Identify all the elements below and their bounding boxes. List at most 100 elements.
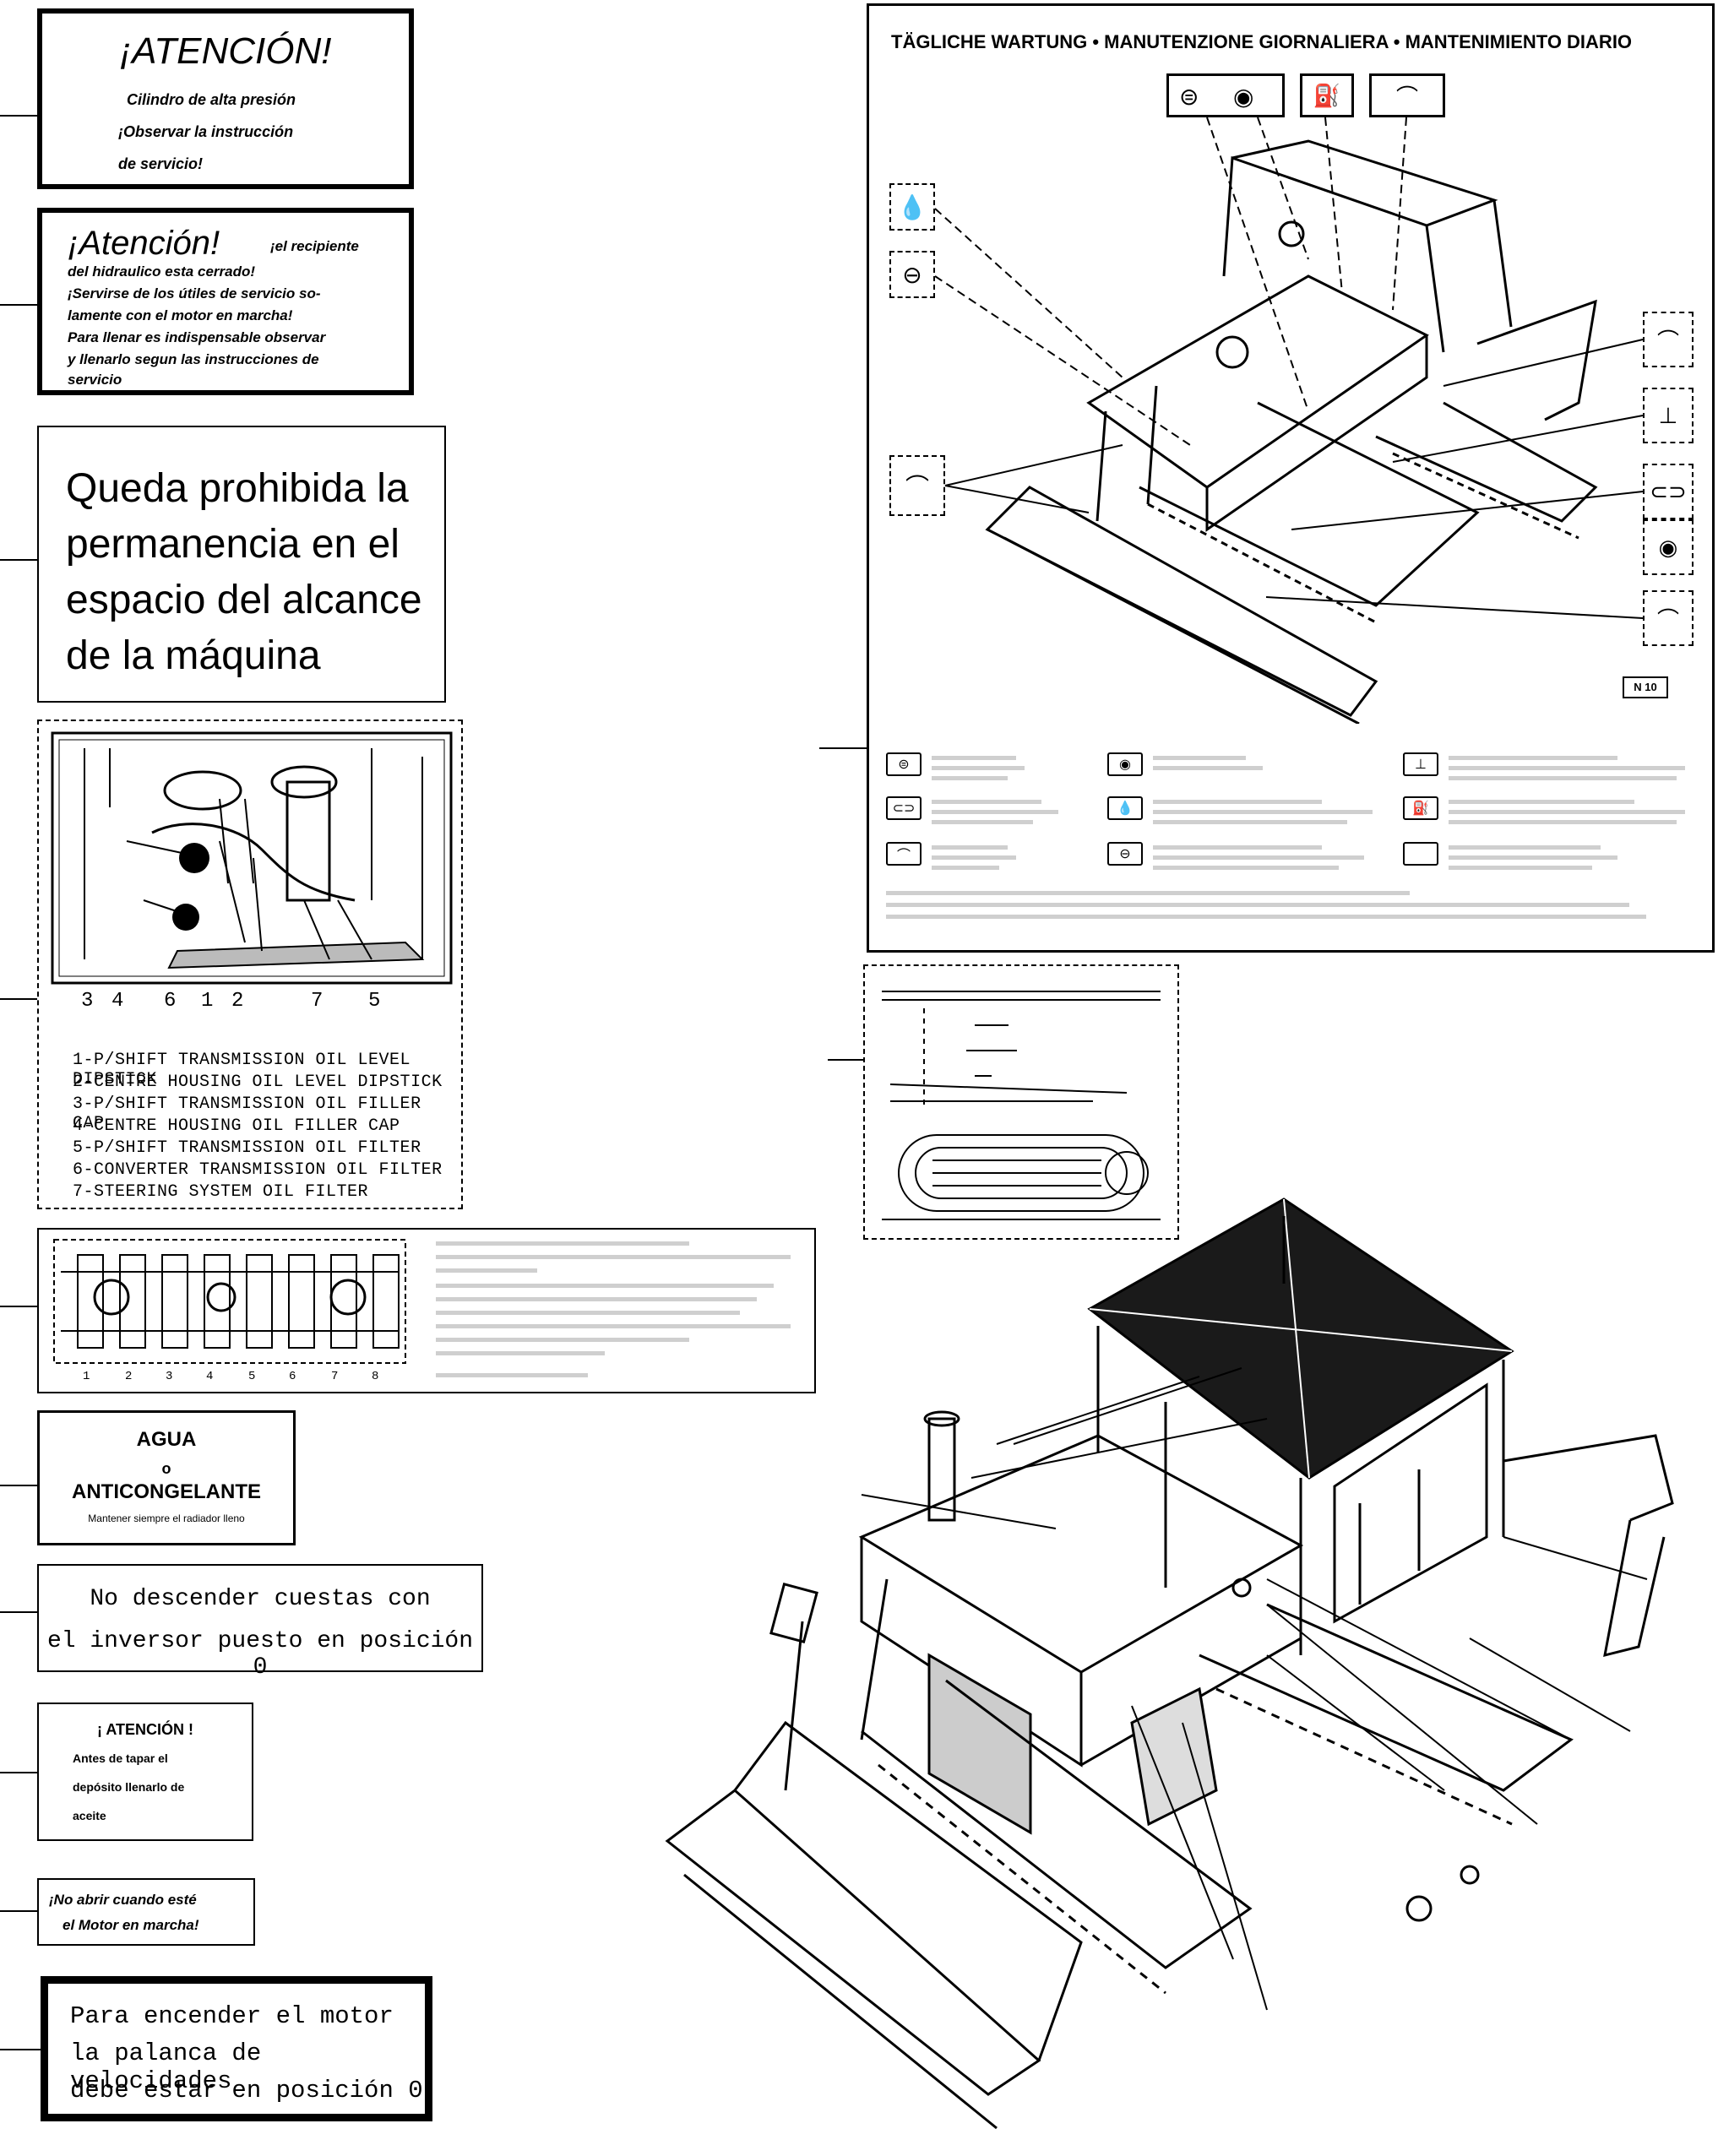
leader-tick bbox=[0, 1306, 41, 1307]
eye-icon: ◉ bbox=[1233, 84, 1254, 110]
grease-icon: ⌒ bbox=[1643, 590, 1694, 646]
coolant-icon: ⊖ bbox=[889, 251, 935, 298]
decal-line: No descender cuestas con bbox=[90, 1586, 431, 1612]
illegible-text bbox=[436, 1255, 791, 1259]
callout-number: 2 bbox=[231, 990, 244, 1013]
legend-item: 4-CENTRE HOUSING OIL FILLER CAP bbox=[73, 1116, 400, 1136]
illegible-text bbox=[886, 891, 1410, 895]
decal-line: del hidraulico esta cerrado! bbox=[68, 263, 256, 280]
decal-filters: 1 2 3 4 5 6 7 8 bbox=[37, 1228, 816, 1393]
filter-number: 1 bbox=[83, 1370, 90, 1383]
hydraulic-icon: ⊥ bbox=[1403, 752, 1438, 776]
chart-badge: N 10 bbox=[1623, 676, 1668, 698]
track-icon: ⊂⊃ bbox=[1643, 464, 1694, 519]
filter-number: 6 bbox=[289, 1370, 296, 1383]
illegible-text bbox=[436, 1241, 689, 1246]
illegible-text bbox=[436, 1311, 740, 1315]
leader-tick bbox=[828, 1059, 865, 1061]
level-plate-drawing bbox=[882, 991, 1161, 1220]
illegible-text bbox=[1449, 800, 1634, 804]
fuel-icon: ⛽ bbox=[1403, 796, 1438, 820]
illegible-text bbox=[1153, 820, 1347, 824]
illegible-text bbox=[1449, 845, 1601, 850]
decal-atencion-hidraulico: ¡Atención! ¡el recipiente del hidraulico… bbox=[37, 208, 414, 395]
canopy-roof bbox=[1087, 1197, 1514, 1480]
transmission-illustration bbox=[51, 731, 453, 985]
decal-line: o bbox=[161, 1460, 171, 1477]
legend-item: 6-CONVERTER TRANSMISSION OIL FILTER bbox=[73, 1160, 443, 1180]
illegible-text bbox=[932, 756, 1016, 760]
grease-icon: ⌒ bbox=[1643, 312, 1694, 367]
filter-number: 8 bbox=[372, 1370, 379, 1383]
decal-atencion-aceite: ¡ ATENCIÓN ! Antes de tapar el depósito … bbox=[37, 1703, 253, 1841]
legend-item: 3-P/SHIFT TRANSMISSION OIL FILLER CAP bbox=[73, 1094, 421, 1133]
callout-number: 4 bbox=[111, 990, 124, 1013]
illegible-text bbox=[1449, 776, 1677, 780]
illegible-text bbox=[436, 1351, 605, 1355]
illegible-text bbox=[1153, 766, 1263, 770]
chart-leaders bbox=[934, 117, 1644, 619]
decal-title: ¡Atención! bbox=[68, 225, 220, 262]
decal-line: AGUA bbox=[136, 1428, 197, 1451]
illegible-text bbox=[1449, 810, 1685, 814]
decal-line: ¡Servirse de los útiles de servicio so- bbox=[68, 285, 321, 301]
illegible-text bbox=[1153, 866, 1339, 870]
maintenance-chart: TÄGLICHE WARTUNG • MANUTENZIONE GIORNALI… bbox=[867, 3, 1715, 953]
eye-icon: ◉ bbox=[1107, 752, 1143, 776]
callout-number: 7 bbox=[311, 990, 323, 1013]
dozer-overview-illustration bbox=[665, 1197, 1674, 2130]
decal-title: ¡ ATENCIÓN ! bbox=[97, 1721, 193, 1738]
filters-illustration bbox=[53, 1239, 406, 1364]
decal-line: Mantener siempre el radiador lleno bbox=[88, 1512, 245, 1524]
legend-item: 1-P/SHIFT TRANSMISSION OIL LEVEL DIPSTIC… bbox=[73, 1051, 411, 1089]
illegible-text bbox=[1153, 855, 1364, 860]
oil-drop-icon: 💧 bbox=[889, 183, 935, 231]
filter-icon: ⊜ bbox=[886, 752, 922, 776]
illegible-text bbox=[436, 1373, 588, 1377]
chart-legend: ⊜ ⊂⊃ ⌒ ◉ 💧 ⊖ ⊥ ⛽ bbox=[886, 749, 1697, 919]
callout-number: 1 bbox=[201, 990, 214, 1013]
filter-number: 7 bbox=[331, 1370, 339, 1383]
illegible-text bbox=[932, 820, 1033, 824]
illegible-text bbox=[1449, 766, 1685, 770]
decal-line: el Motor en marcha! bbox=[63, 1917, 199, 1933]
filter-number: 5 bbox=[248, 1370, 256, 1383]
level-plate bbox=[863, 964, 1179, 1240]
illegible-text bbox=[1153, 756, 1246, 760]
illegible-text bbox=[1449, 866, 1592, 870]
blank-icon bbox=[1403, 842, 1438, 866]
illegible-text bbox=[436, 1268, 537, 1273]
decal-line: debe estar en posición 0 bbox=[70, 2077, 423, 2104]
hydraulic-icon: ⊥ bbox=[1643, 388, 1694, 443]
decal-line: Para llenar es indispensable observar bbox=[68, 329, 326, 345]
decal-line: el inversor puesto en posición 0 bbox=[46, 1628, 474, 1681]
leader-tick bbox=[0, 1772, 41, 1773]
leader-tick bbox=[819, 747, 868, 749]
icon-group: ⊜ ◉ bbox=[1166, 73, 1285, 117]
oil-drop-icon: 💧 bbox=[1107, 796, 1143, 820]
decal-line: y llenarlo segun las instrucciones de bbox=[68, 351, 319, 367]
illegible-text bbox=[886, 915, 1646, 919]
callout-number: 5 bbox=[368, 990, 381, 1013]
decal-line: Queda prohibida la bbox=[66, 466, 409, 511]
filter-number: 4 bbox=[206, 1370, 214, 1383]
leader-tick bbox=[0, 2049, 44, 2050]
illegible-text bbox=[932, 810, 1058, 814]
decal-title-tail: ¡el recipiente bbox=[270, 238, 359, 254]
decal-queda-prohibida: Queda prohibida la permanencia en el esp… bbox=[37, 426, 446, 703]
chart-header: TÄGLICHE WARTUNG • MANUTENZIONE GIORNALI… bbox=[891, 31, 1633, 52]
grease-icon: ⌒ bbox=[886, 842, 922, 866]
decal-atencion-cilindro: ¡ATENCIÓN! Cilindro de alta presión ¡Obs… bbox=[37, 8, 414, 189]
leader-tick bbox=[0, 1910, 41, 1912]
illegible-text bbox=[1153, 800, 1322, 804]
illegible-text bbox=[932, 845, 1008, 850]
decal-line: Antes de tapar el bbox=[73, 1751, 168, 1765]
illegible-text bbox=[932, 766, 1025, 770]
leader-tick bbox=[0, 559, 41, 561]
decal-line: ANTICONGELANTE bbox=[72, 1480, 261, 1503]
illegible-text bbox=[932, 776, 1008, 780]
leader-tick bbox=[0, 1611, 41, 1613]
filter-number: 2 bbox=[125, 1370, 133, 1383]
leader-tick bbox=[0, 304, 41, 306]
legend-item: 2-CENTRE HOUSING OIL LEVEL DIPSTICK bbox=[73, 1073, 443, 1092]
